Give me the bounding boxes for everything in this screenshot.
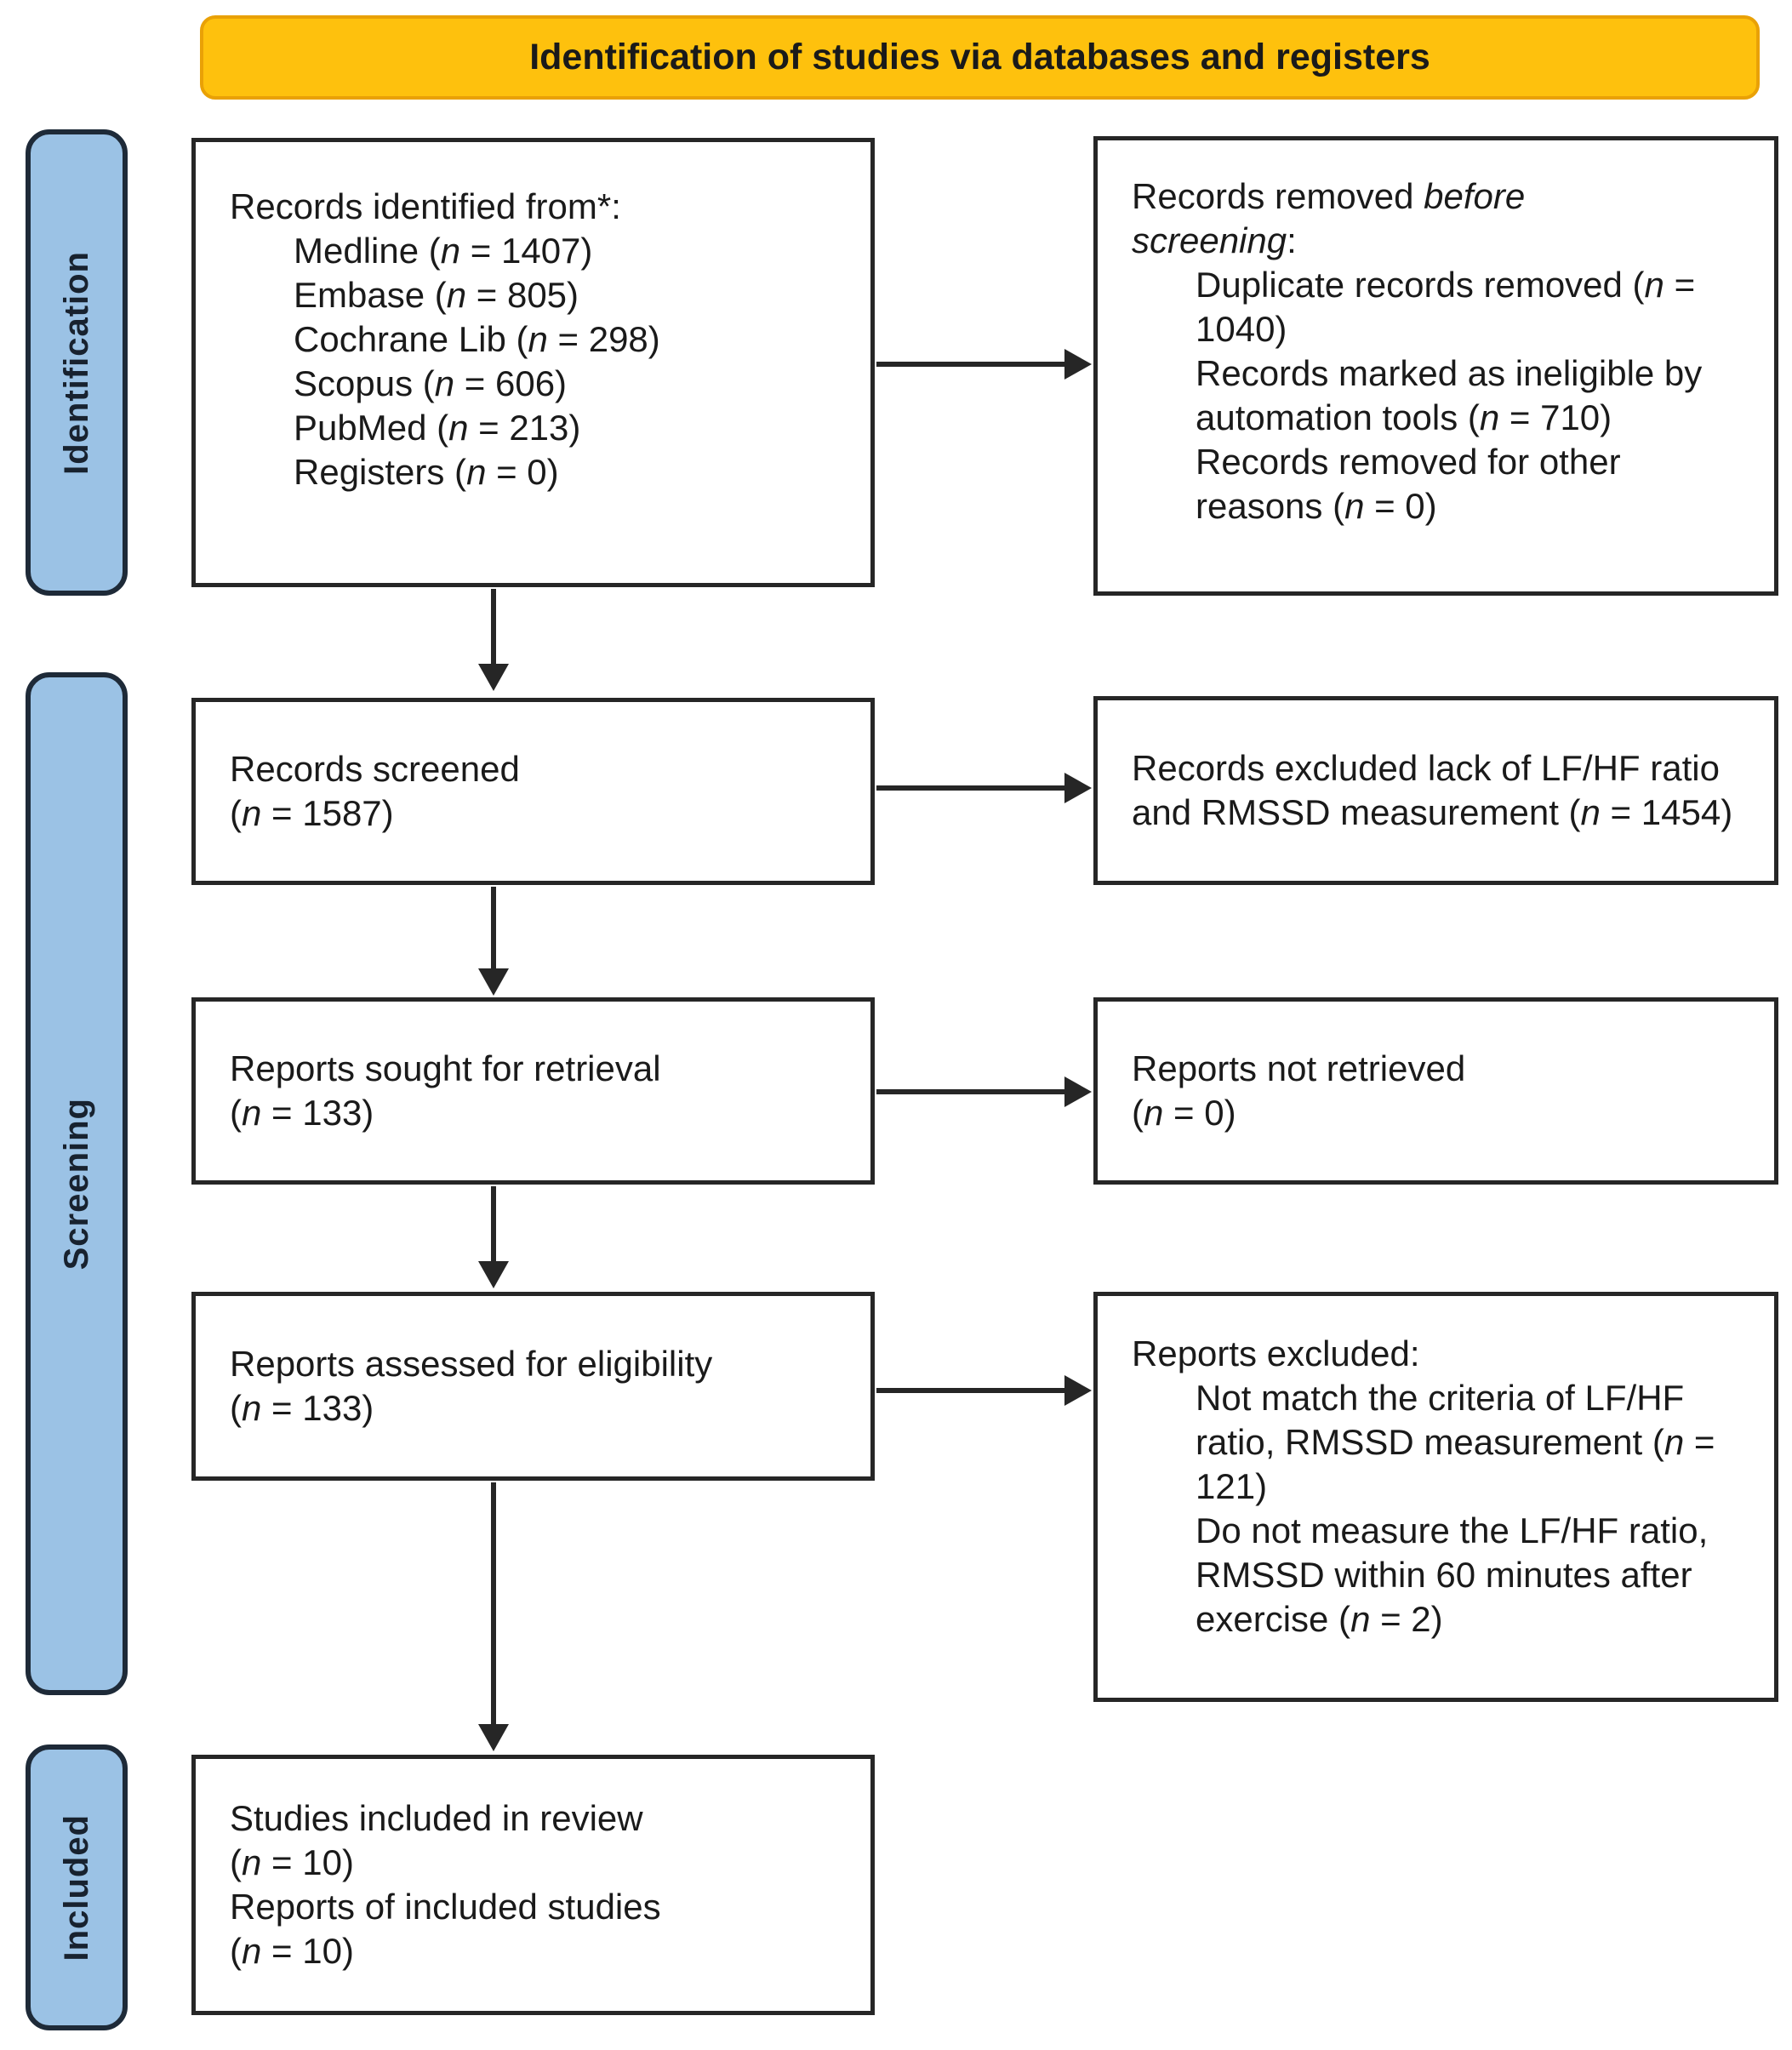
banner-label: Identification of studies via databases … [529,37,1430,77]
records-identified-item: Scopus (n = 606) [294,363,568,403]
records-screened-line: Records screened [230,749,520,789]
box-reports-sought: Reports sought for retrieval (n = 133) [191,997,875,1185]
box-reports-assessed: Reports assessed for eligibility (n = 13… [191,1292,875,1481]
arrow-shaft [876,1089,1066,1094]
studies-included-line: Reports of included studies [230,1887,661,1927]
records-removed-title-italic: before screening [1132,176,1526,260]
banner: Identification of studies via databases … [200,15,1760,100]
box-studies-included: Studies included in review (n = 10) Repo… [191,1755,875,2015]
reports-not-retrieved-line: Reports not retrieved [1132,1048,1466,1088]
arrow-down-assessed-to-included [478,1482,509,1751]
arrow-right-sought-to-not-retrieved [876,1076,1092,1107]
records-identified-item: Cochrane Lib (n = 298) [294,319,660,359]
arrow-head-down-icon [478,1261,509,1288]
records-removed-title-prefix: Records removed [1132,176,1424,216]
records-identified-item: Registers (n = 0) [294,452,559,492]
records-identified-item: Medline (n = 1407) [294,231,593,271]
arrow-shaft [491,589,496,665]
arrow-head-right-icon [1064,1076,1092,1107]
arrow-head-right-icon [1064,349,1092,380]
arrow-head-right-icon [1064,1375,1092,1406]
reports-excluded-title: Reports excluded: [1132,1333,1420,1373]
arrow-shaft [876,785,1066,791]
box-reports-not-retrieved: Reports not retrieved (n = 0) [1093,997,1778,1185]
arrow-head-down-icon [478,664,509,691]
box-records-identified: Records identified from*: Medline (n = 1… [191,138,875,587]
arrow-right-screened-to-excluded [876,773,1092,803]
arrow-shaft [491,887,496,970]
stage-included-label: Included [57,1813,95,1961]
stage-identification: Identification [26,129,128,596]
box-records-excluded: Records excluded lack of LF/HF ratio and… [1093,696,1778,885]
box-records-screened: Records screened (n = 1587) [191,698,875,885]
studies-included-line: (n = 10) [230,1842,354,1882]
stage-identification-label: Identification [57,250,95,475]
arrow-shaft [491,1482,496,1726]
records-excluded-text: Records excluded lack of LF/HF ratio and… [1132,748,1733,832]
arrow-shaft [876,362,1066,367]
studies-included-line: (n = 10) [230,1931,354,1971]
reports-sought-line: (n = 133) [230,1093,374,1133]
arrow-head-right-icon [1064,773,1092,803]
studies-included-line: Studies included in review [230,1798,643,1838]
records-screened-line: (n = 1587) [230,793,394,833]
records-removed-item: Records removed for other reasons (n = 0… [1196,442,1621,526]
arrow-down-identified-to-screened [478,589,509,691]
records-removed-title-suffix: : [1287,220,1297,260]
arrow-shaft [876,1388,1066,1393]
reports-assessed-line: Reports assessed for eligibility [230,1344,713,1384]
arrow-down-screened-to-sought [478,887,509,996]
arrow-head-down-icon [478,968,509,996]
arrow-right-assessed-to-reports-excluded [876,1375,1092,1406]
stage-included: Included [26,1744,128,2030]
records-removed-item: Duplicate records removed (n = 1040) [1196,265,1696,349]
reports-excluded-item: Not match the criteria of LF/HF ratio, R… [1196,1378,1715,1506]
reports-excluded-item: Do not measure the LF/HF ratio, RMSSD wi… [1196,1510,1709,1639]
box-reports-excluded: Reports excluded: Not match the criteria… [1093,1292,1778,1702]
reports-sought-line: Reports sought for retrieval [230,1048,661,1088]
reports-not-retrieved-line: (n = 0) [1132,1093,1236,1133]
arrow-shaft [491,1186,496,1263]
arrow-head-down-icon [478,1724,509,1751]
stage-screening-label: Screening [57,1097,95,1271]
records-removed-item: Records marked as ineligible by automati… [1196,353,1703,437]
records-removed-title: Records removed before screening: [1132,174,1608,263]
records-identified-item: Embase (n = 805) [294,275,579,315]
records-identified-title: Records identified from*: [230,186,621,226]
stage-screening: Screening [26,672,128,1695]
arrow-down-sought-to-assessed [478,1186,509,1288]
box-records-removed: Records removed before screening: Duplic… [1093,136,1778,596]
reports-assessed-line: (n = 133) [230,1388,374,1428]
arrow-right-identified-to-removed [876,349,1092,380]
records-identified-item: PubMed (n = 213) [294,408,581,448]
